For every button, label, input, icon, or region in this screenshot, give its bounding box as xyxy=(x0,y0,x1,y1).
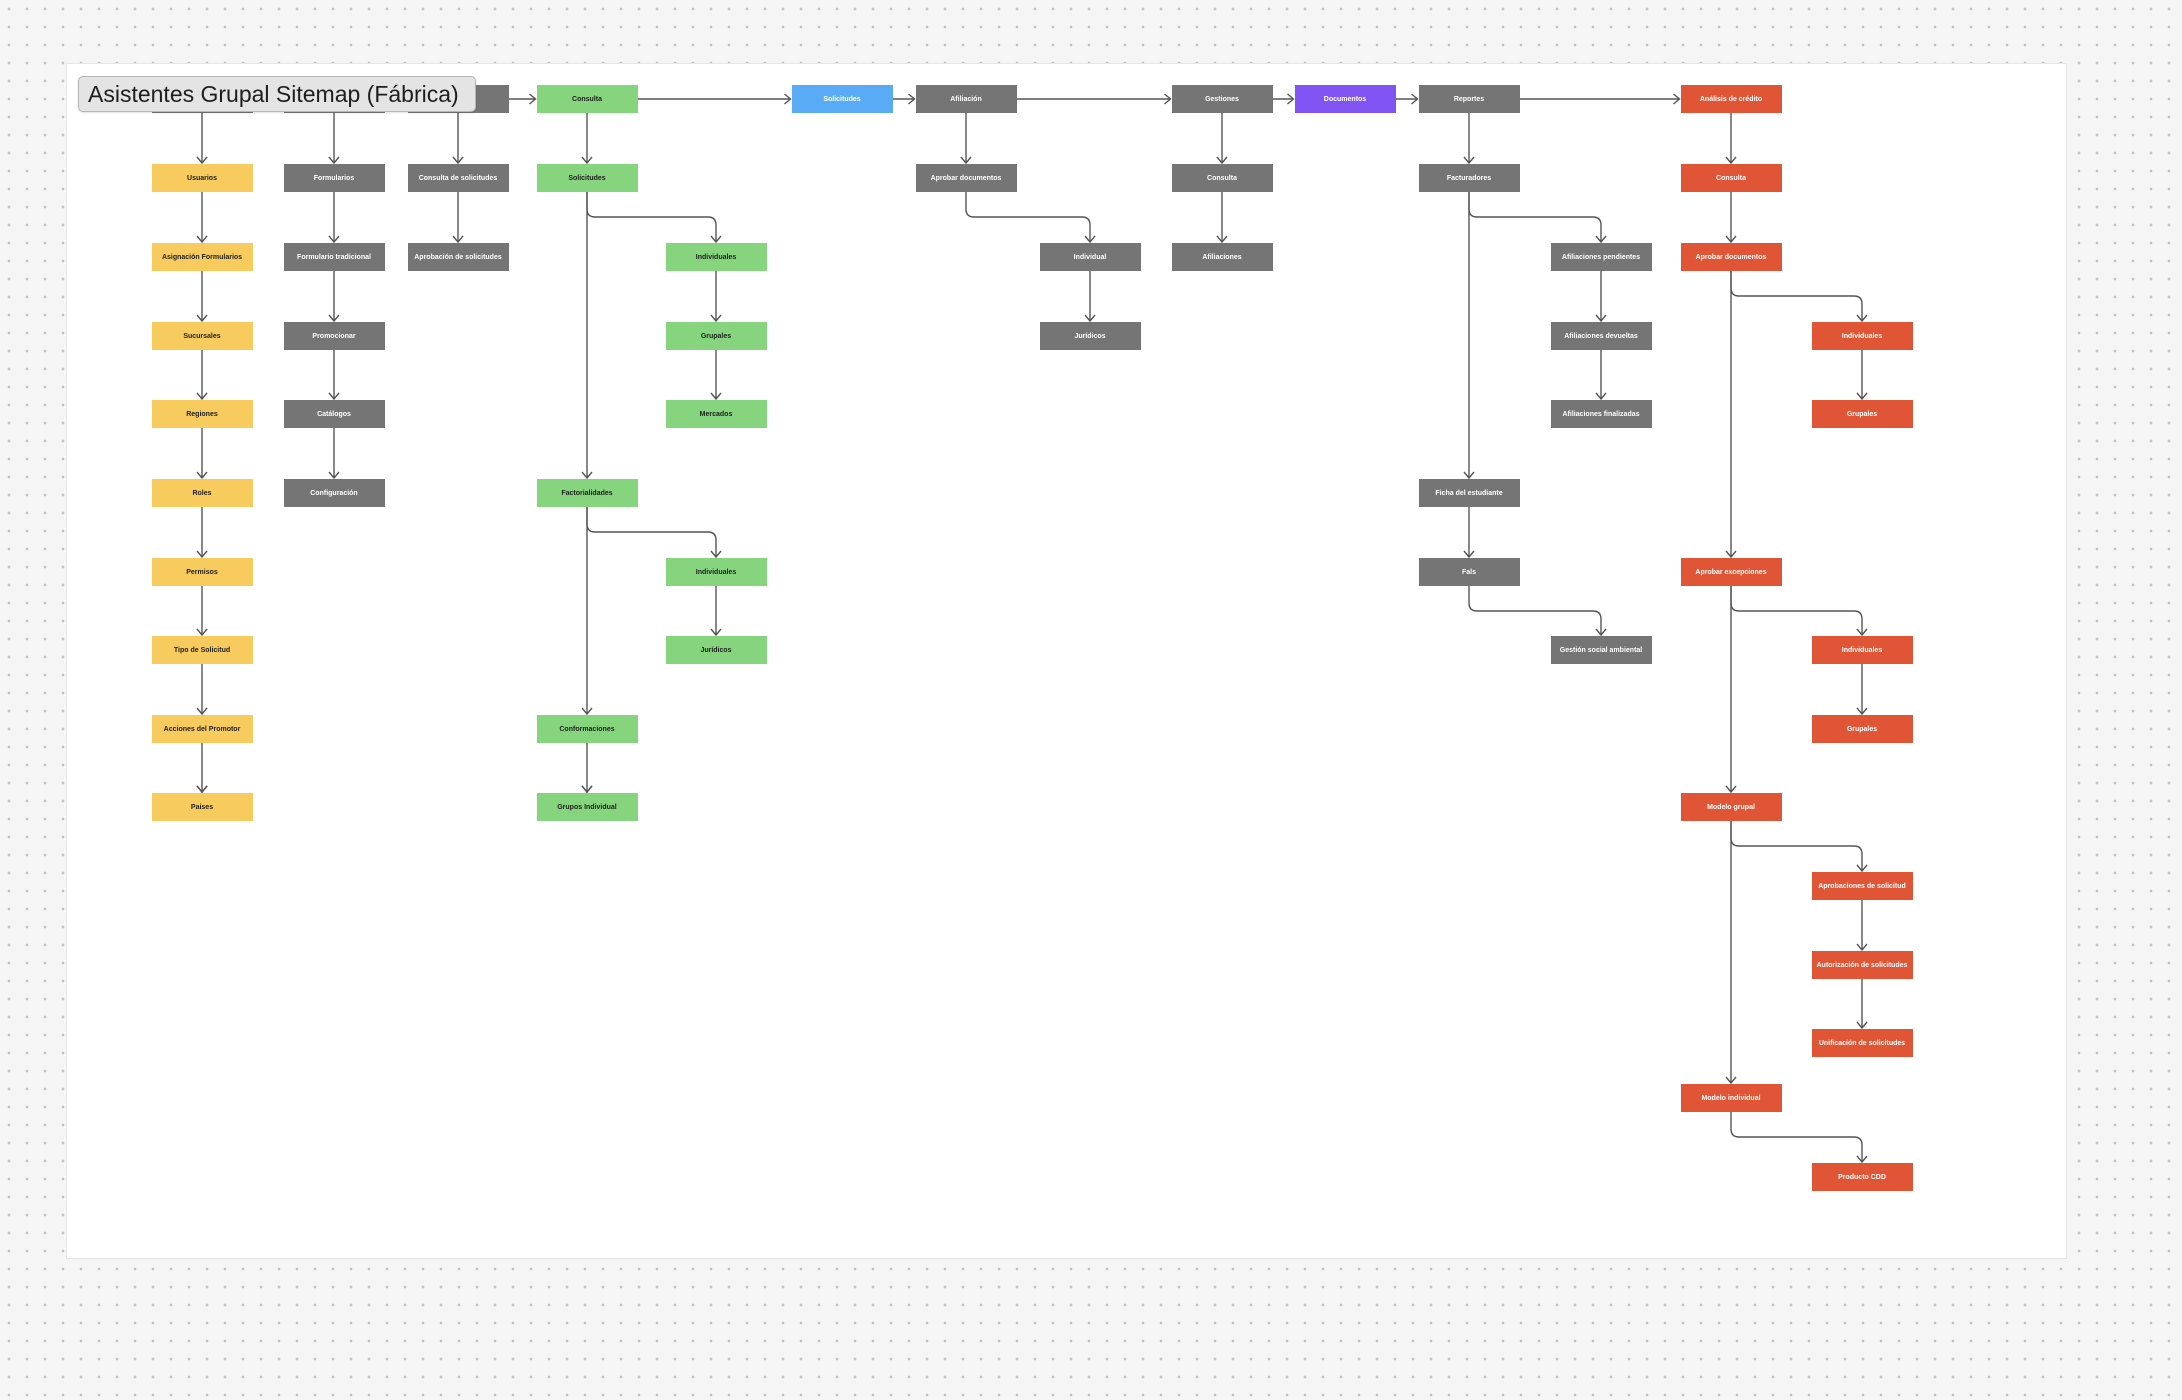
node-aprobar-excepciones[interactable]: Aprobar excepciones xyxy=(1680,558,1782,586)
node-sucursales[interactable]: Sucursales xyxy=(151,322,253,350)
node-consulta[interactable]: Consulta xyxy=(536,85,638,113)
node-tipo-solicitud[interactable]: Tipo de Solicitud xyxy=(151,636,253,664)
node-modelo-grupal[interactable]: Modelo grupal xyxy=(1680,793,1782,821)
node-permisos[interactable]: Permisos xyxy=(151,558,253,586)
node-aprobar-documentos-r[interactable]: Aprobar documentos xyxy=(1680,243,1782,271)
node-acciones-promotor[interactable]: Acciones del Promotor xyxy=(151,715,253,743)
node-consulta-r[interactable]: Consulta xyxy=(1680,164,1782,192)
node-reportes[interactable]: Reportes xyxy=(1418,85,1520,113)
node-ficha-estudiante[interactable]: Ficha del estudiante xyxy=(1418,479,1520,507)
node-juridicos-g[interactable]: Jurídicos xyxy=(665,636,767,664)
node-documentos-p[interactable]: Documentos xyxy=(1294,85,1396,113)
node-grupales-r2[interactable]: Grupales xyxy=(1811,715,1913,743)
node-grupales-g[interactable]: Grupales xyxy=(665,322,767,350)
node-fals[interactable]: Fals xyxy=(1418,558,1520,586)
node-paises[interactable]: Paises xyxy=(151,793,253,821)
node-unificacion-solicitudes[interactable]: Unificación de solicitudes xyxy=(1811,1029,1913,1057)
diagram-title[interactable]: Asistentes Grupal Sitemap (Fábrica) xyxy=(78,76,476,112)
node-gestion-social-ambiental[interactable]: Gestión social ambiental xyxy=(1550,636,1652,664)
node-regiones[interactable]: Regiones xyxy=(151,400,253,428)
node-promocionar[interactable]: Promocionar xyxy=(283,322,385,350)
node-solicitudes-b[interactable]: Solicitudes xyxy=(791,85,893,113)
node-afiliaciones-k[interactable]: Afiliaciones xyxy=(1171,243,1273,271)
node-solicitudes-g[interactable]: Solicitudes xyxy=(536,164,638,192)
node-factoraduras-g[interactable]: Factorialidades xyxy=(536,479,638,507)
node-producto-cdd[interactable]: Producto CDD xyxy=(1811,1163,1913,1191)
node-afiliaciones-finalizadas[interactable]: Afiliaciones finalizadas xyxy=(1550,400,1652,428)
node-catalogos[interactable]: Catálogos xyxy=(283,400,385,428)
node-afiliaciones-pendientes[interactable]: Afiliaciones pendientes xyxy=(1550,243,1652,271)
node-formulario-tradicional[interactable]: Formulario tradicional xyxy=(283,243,385,271)
node-individual-k[interactable]: Individual xyxy=(1039,243,1141,271)
node-facturadores[interactable]: Facturadores xyxy=(1418,164,1520,192)
node-consulta-solicitudes[interactable]: Consulta de solicitudes xyxy=(407,164,509,192)
node-consulta-k[interactable]: Consulta xyxy=(1171,164,1273,192)
node-aprobacion-solicitudes[interactable]: Aprobación de solicitudes xyxy=(407,243,509,271)
node-juridicos-k[interactable]: Jurídicos xyxy=(1039,322,1141,350)
node-individuales-g2[interactable]: Individuales xyxy=(665,558,767,586)
node-afiliaciones-devueltas[interactable]: Afiliaciones devueltas xyxy=(1550,322,1652,350)
node-individuales-r1[interactable]: Individuales xyxy=(1811,322,1913,350)
node-formularios[interactable]: Formularios xyxy=(283,164,385,192)
node-grupos-individual-g[interactable]: Grupos Individual xyxy=(536,793,638,821)
node-conformaciones-g[interactable]: Conformaciones xyxy=(536,715,638,743)
node-individuales-r2[interactable]: Individuales xyxy=(1811,636,1913,664)
node-individuales-g1[interactable]: Individuales xyxy=(665,243,767,271)
node-afiliacion[interactable]: Afiliación xyxy=(915,85,1017,113)
node-usuarios[interactable]: Usuarios xyxy=(151,164,253,192)
node-aprobar-documentos-k[interactable]: Aprobar documentos xyxy=(915,164,1017,192)
node-autorizacion-solicitudes[interactable]: Autorización de solicitudes xyxy=(1811,951,1913,979)
node-aprobaciones-solicitud[interactable]: Aprobaciones de solicitud xyxy=(1811,872,1913,900)
node-roles[interactable]: Roles xyxy=(151,479,253,507)
node-mercados-g[interactable]: Mercados xyxy=(665,400,767,428)
node-modelo-individual[interactable]: Modelo individual xyxy=(1680,1084,1782,1112)
node-configuracion[interactable]: Configuración xyxy=(283,479,385,507)
node-analisis-credito[interactable]: Análisis de crédito xyxy=(1680,85,1782,113)
node-asignacion-formularios[interactable]: Asignación Formularios xyxy=(151,243,253,271)
node-grupales-r1[interactable]: Grupales xyxy=(1811,400,1913,428)
node-gestiones[interactable]: Gestiones xyxy=(1171,85,1273,113)
